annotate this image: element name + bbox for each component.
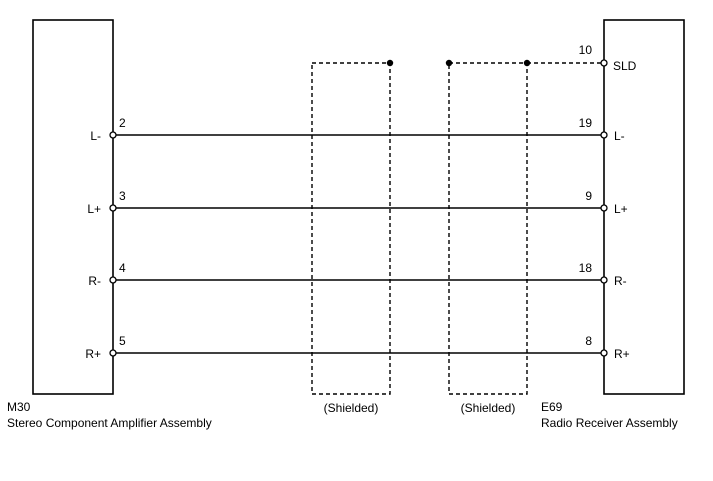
left-pin-number: 3 xyxy=(119,189,126,203)
shield-label: (Shielded) xyxy=(324,401,379,415)
right-component-code: E69 xyxy=(541,400,563,414)
shield-junction-dot xyxy=(523,59,531,67)
left-component-name: Stereo Component Amplifier Assembly xyxy=(7,416,212,430)
right-pin-number: 9 xyxy=(585,189,592,203)
left-component-code: M30 xyxy=(7,400,31,414)
right-terminal-label: R- xyxy=(614,274,627,288)
left-pin-terminal xyxy=(109,131,117,139)
right-terminal-label: R+ xyxy=(614,347,630,361)
shield-junction-dot xyxy=(386,59,394,67)
right-pin-number: 18 xyxy=(579,261,593,275)
left-component-box xyxy=(32,19,114,395)
right-pin-terminal xyxy=(600,276,608,284)
wire-row: L+ 3 9 L+ xyxy=(87,189,627,216)
sld-pin-number: 10 xyxy=(579,43,593,57)
left-pin-number: 5 xyxy=(119,334,126,348)
left-terminal-label: L- xyxy=(90,129,101,143)
wire-row: L- 2 19 L- xyxy=(90,116,624,143)
right-pin-terminal xyxy=(600,131,608,139)
sld-terminal-label: SLD xyxy=(613,59,637,73)
left-pin-terminal xyxy=(109,349,117,357)
left-pin-number: 4 xyxy=(119,261,126,275)
right-terminal-label: L+ xyxy=(614,202,628,216)
wire-row: R+ 5 8 R+ xyxy=(85,334,629,361)
left-pin-terminal xyxy=(109,204,117,212)
right-pin-number: 8 xyxy=(585,334,592,348)
right-pin-number: 19 xyxy=(579,116,593,130)
right-pin-terminal xyxy=(600,204,608,212)
shield-enclosure-1 xyxy=(311,62,391,395)
shield-label: (Shielded) xyxy=(461,401,516,415)
right-terminal-label: L- xyxy=(614,129,625,143)
left-pin-number: 2 xyxy=(119,116,126,130)
left-terminal-label: R- xyxy=(88,274,101,288)
right-pin-terminal xyxy=(600,349,608,357)
wire-row: R- 4 18 R- xyxy=(88,261,626,288)
right-component-box xyxy=(603,19,685,395)
left-terminal-label: L+ xyxy=(87,202,101,216)
shield-junction-dot xyxy=(445,59,453,67)
left-pin-terminal xyxy=(109,276,117,284)
sld-terminal-pin xyxy=(600,59,608,67)
left-terminal-label: R+ xyxy=(85,347,101,361)
right-component-name: Radio Receiver Assembly xyxy=(541,416,678,430)
shield-enclosure-2 xyxy=(448,62,528,395)
